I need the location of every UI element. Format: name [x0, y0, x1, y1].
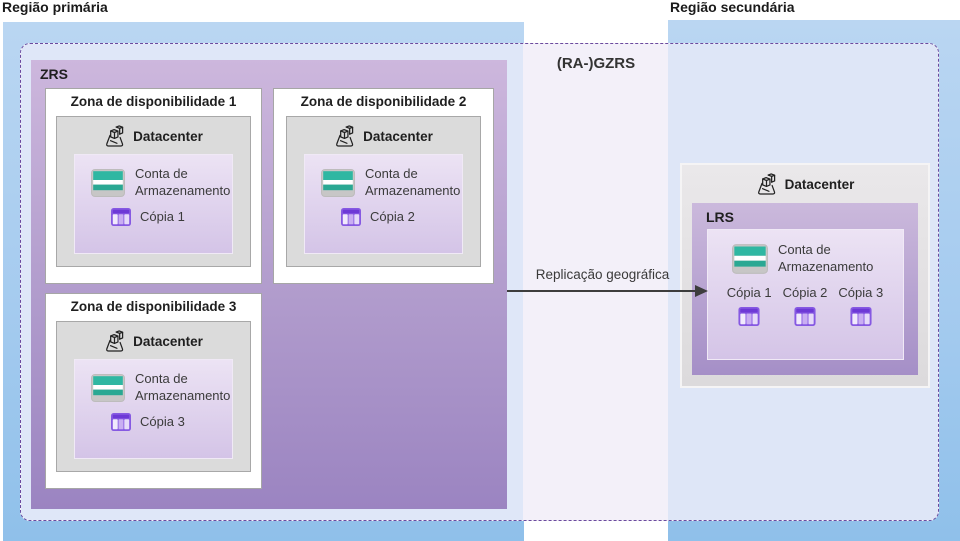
datacenter-header: Datacenter [334, 125, 433, 148]
lrs-label: LRS [706, 209, 734, 225]
lrs-group-box: LRS Conta de Armazenamento Cópia 1 Cópia… [692, 203, 918, 375]
zone-title: Zona de disponibilidade 3 [70, 299, 237, 314]
storage-account-icon [321, 169, 355, 197]
geo-replication-arrow-label: Replicação geográfica [535, 267, 670, 282]
datacenter-icon [104, 125, 125, 148]
storage-account-label: Conta de Armazenamento [135, 371, 231, 403]
storage-account-row: Conta de Armazenamento [75, 166, 232, 200]
datacenter-icon [756, 173, 777, 196]
secondary-region-title: Região secundária [670, 0, 795, 15]
datacenter-label: Datacenter [133, 129, 203, 144]
copy-label: Cópia 1 [140, 209, 185, 225]
storage-account-row: Conta de Armazenamento [305, 166, 462, 200]
table-copy-icon [794, 307, 816, 326]
storage-account-panel: Conta de Armazenamento Cópia 2 [304, 154, 463, 254]
copy-label: Cópia 3 [140, 414, 185, 430]
copy-row: Cópia 3 [75, 413, 232, 431]
datacenter-label: Datacenter [363, 129, 433, 144]
table-copy-icon [850, 307, 872, 326]
table-copy-icon [341, 208, 361, 226]
zone-title: Zona de disponibilidade 1 [70, 94, 237, 109]
storage-account-panel: Conta de Armazenamento Cópia 1 [74, 154, 233, 254]
copy-column-3: Cópia 3 [838, 285, 883, 326]
datacenter-header: Datacenter [104, 125, 203, 148]
copy-label: Cópia 2 [782, 284, 828, 300]
storage-account-icon [732, 244, 768, 274]
storage-account-label: Conta de Armazenamento [778, 242, 874, 274]
storage-account-label: Conta de Armazenamento [365, 166, 461, 198]
datacenter-box: Datacenter Conta de Armazenamento Cópia … [286, 116, 481, 267]
copy-label: Cópia 1 [726, 284, 772, 300]
table-copy-icon [738, 307, 760, 326]
availability-zone-1: Zona de disponibilidade 1 Datacenter Con… [45, 88, 262, 284]
storage-account-row: Conta de Armazenamento [75, 371, 232, 405]
copies-row: Cópia 1 Cópia 2 Cópia 3 [727, 285, 883, 326]
table-copy-icon [111, 208, 131, 226]
zone-title: Zona de disponibilidade 2 [300, 94, 467, 109]
storage-account-panel: Conta de Armazenamento Cópia 1 Cópia 2 C… [706, 229, 904, 360]
copy-label: Cópia 3 [838, 284, 884, 300]
copy-row: Cópia 1 [75, 208, 232, 226]
availability-zone-3: Zona de disponibilidade 3 Datacenter Con… [45, 293, 262, 489]
geo-replication-arrow-head [695, 285, 708, 297]
geo-replication-arrow [507, 290, 697, 292]
datacenter-header: Datacenter [756, 173, 855, 196]
storage-account-row: Conta de Armazenamento [732, 242, 878, 276]
datacenter-label: Datacenter [784, 177, 855, 192]
datacenter-box: Datacenter Conta de Armazenamento Cópia … [56, 321, 251, 472]
redundancy-mode-label: (RA-)GZRS [556, 55, 636, 72]
datacenter-icon [104, 330, 125, 353]
storage-account-icon [91, 374, 125, 402]
primary-region-title: Região primária [2, 0, 108, 15]
copy-column-2: Cópia 2 [782, 284, 828, 326]
storage-account-icon [91, 169, 125, 197]
datacenter-icon [334, 125, 355, 148]
copy-column-1: Cópia 1 [727, 285, 772, 326]
zrs-label: ZRS [40, 66, 68, 82]
storage-account-label: Conta de Armazenamento [135, 166, 231, 198]
copy-row: Cópia 2 [305, 208, 462, 226]
availability-zone-2: Zona de disponibilidade 2 Datacenter Con… [273, 88, 494, 284]
secondary-datacenter-box: Datacenter LRS Conta de Armazenamento Có… [680, 163, 930, 388]
datacenter-box: Datacenter Conta de Armazenamento Cópia … [56, 116, 251, 267]
datacenter-label: Datacenter [133, 334, 203, 349]
storage-account-panel: Conta de Armazenamento Cópia 3 [74, 359, 233, 459]
datacenter-header: Datacenter [104, 330, 203, 353]
copy-label: Cópia 2 [370, 209, 415, 225]
table-copy-icon [111, 413, 131, 431]
